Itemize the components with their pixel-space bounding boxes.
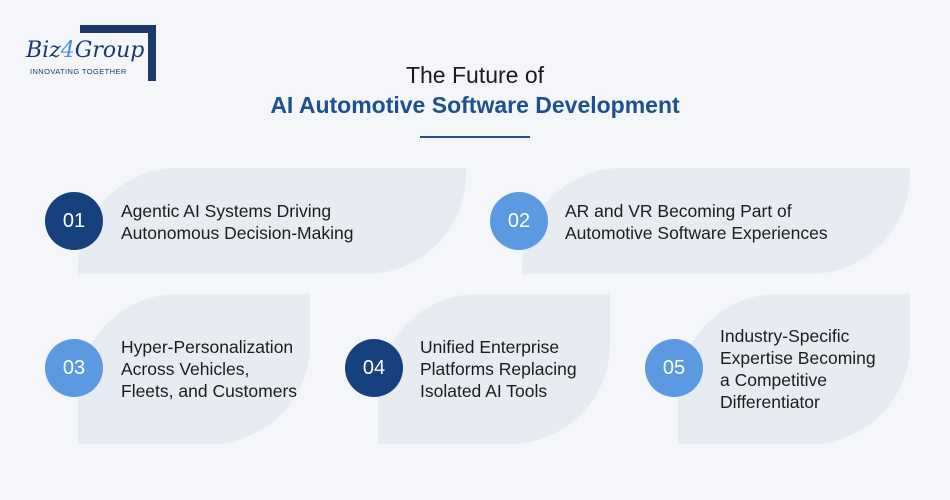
bizgroup-logo: Biz4Group INNOVATING TOGETHER (26, 25, 156, 83)
card-item-03 (78, 294, 310, 444)
card-item-01 (78, 168, 466, 274)
card-item-05 (678, 294, 910, 444)
card-label-04: Unified Enterprise Platforms Replacing I… (420, 337, 577, 401)
title-underline (420, 136, 530, 138)
title-line-1: The Future of (405, 62, 545, 88)
number-badge-01: 01 (45, 192, 103, 250)
number-badge-04: 04 (345, 339, 403, 397)
logo-frame-shape (80, 25, 156, 81)
page-title: The Future of AI Automotive Software Dev… (0, 60, 950, 120)
card-item-02 (522, 168, 910, 274)
card-label-03: Hyper-Personalization Across Vehicles, F… (121, 337, 298, 401)
number-badge-05: 05 (645, 339, 703, 397)
card-label-02: AR and VR Becoming Part of Automotive So… (565, 201, 828, 243)
logo-wordmark: Biz4Group (26, 38, 147, 64)
logo-tagline: INNOVATING TOGETHER (30, 67, 130, 76)
title-line-2: AI Automotive Software Development (270, 92, 680, 118)
card-item-04 (378, 294, 610, 444)
card-label-05: Industry-Specific Expertise Becoming a C… (720, 326, 876, 412)
number-badge-03: 03 (45, 339, 103, 397)
card-label-01: Agentic AI Systems Driving Autonomous De… (121, 201, 354, 243)
number-badge-02: 02 (490, 192, 548, 250)
